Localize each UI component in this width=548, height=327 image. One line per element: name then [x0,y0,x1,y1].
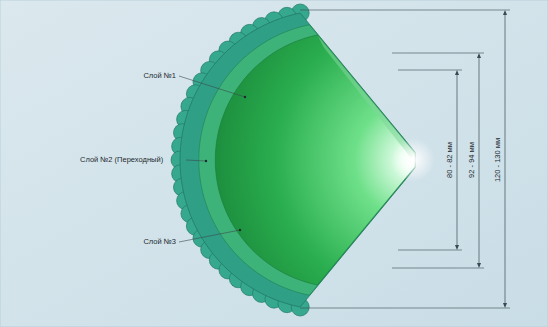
transition-layer [199,25,415,295]
layer-label: Слой №1 [143,72,176,80]
dimension-value: 92 - 94 мм [468,142,476,178]
apex-glow [391,138,435,182]
leader-lines [179,76,245,242]
top-face [317,35,415,158]
layer-label: Слой №3 [143,238,176,246]
dimension-extension-lines [300,10,510,308]
inner-layer [215,35,415,285]
layer-label: Слой №2 (Переходный) [80,156,163,164]
leader-dots [205,96,246,231]
outer-layer [180,13,415,307]
dimension-value: 80 - 82 мм [446,142,454,178]
dimension-value: 120 - 130 мм [494,138,502,182]
dimension-lines [455,10,507,308]
